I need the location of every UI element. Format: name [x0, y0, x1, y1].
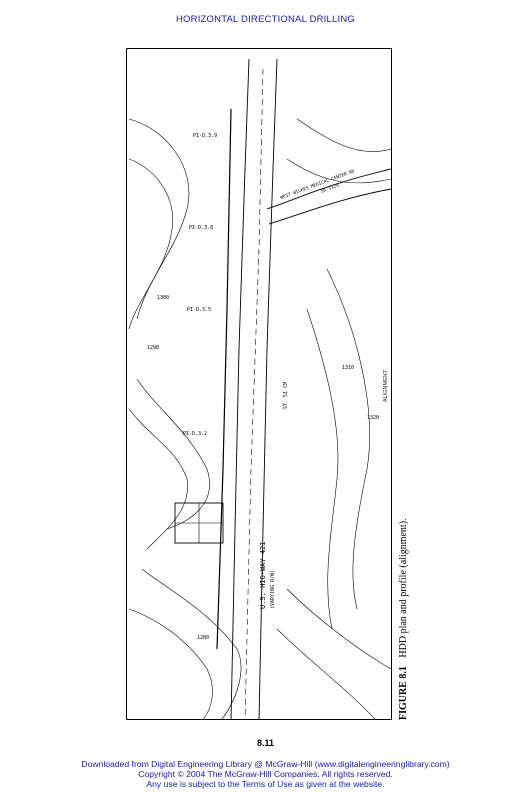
- bore-alignment: [216, 108, 232, 650]
- road-label: WEST WILKES MEDICAL CENTER RD: [280, 168, 356, 201]
- contour-label: 1280: [197, 635, 209, 641]
- hdd-plan-drawing: PI-D.3.9 PI-D.3.8 PI-D.3.5 PI-D.3.2 1300…: [128, 58, 391, 719]
- pi-label: PI-D.3.9: [193, 133, 217, 139]
- contour-label: 1320: [367, 415, 379, 421]
- contour-line: [128, 608, 213, 719]
- contour-line: [128, 408, 188, 550]
- page-number: 8.11: [256, 738, 275, 748]
- highway-label: U.S. HIG-WAY 421: [259, 542, 267, 609]
- hdd-plan-figure: PI-D.3.9 PI-D.3.8 PI-D.3.5 PI-D.3.2 1300…: [126, 48, 392, 720]
- figure-caption-text: HDD plan and profile (alignment).: [398, 518, 409, 658]
- highway-sub-label: (VARYING R/W): [270, 570, 276, 609]
- contour-line: [136, 378, 210, 530]
- contour-line: [286, 588, 391, 670]
- highway-edge: [258, 58, 278, 719]
- contour-label: 1310: [342, 365, 354, 371]
- contour-label: 1290: [147, 345, 159, 351]
- highway-edge: [230, 58, 250, 719]
- contour-line: [128, 118, 190, 320]
- download-footer: Downloaded from Digital Engineering Libr…: [0, 759, 531, 789]
- footer-download-link[interactable]: Downloaded from Digital Engineering Libr…: [81, 759, 450, 769]
- running-head: HORIZONTAL DIRECTIONAL DRILLING: [176, 14, 355, 25]
- side-road-edge: [268, 188, 391, 225]
- highway-centerline: [244, 68, 264, 719]
- contour-line: [128, 158, 174, 330]
- footer-terms: Any use is subject to the Terms of Use a…: [146, 779, 385, 789]
- figure-caption: FIGURE 8.1 HDD plan and profile (alignme…: [398, 518, 409, 720]
- side-road-edge: [266, 168, 391, 210]
- contour-label: 1300: [157, 295, 169, 301]
- contour-line: [286, 158, 391, 184]
- pi-label: PI-D.3.8: [189, 225, 213, 231]
- pi-label: PI-D.3.2: [183, 431, 207, 437]
- contour-line: [326, 268, 370, 610]
- footer-copyright: Copyright © 2004 The McGraw-Hill Compani…: [138, 769, 393, 779]
- figure-label: FIGURE 8.1: [398, 666, 409, 720]
- contour-line: [296, 118, 391, 152]
- alignment-side-note: ALIGNMENT: [383, 369, 389, 402]
- contour-line: [276, 628, 376, 719]
- pi-label: PI-D.3.5: [187, 307, 211, 313]
- contour-line: [306, 308, 339, 630]
- contour-line: [141, 568, 242, 719]
- station-label: ST. 51 CM: [283, 382, 289, 409]
